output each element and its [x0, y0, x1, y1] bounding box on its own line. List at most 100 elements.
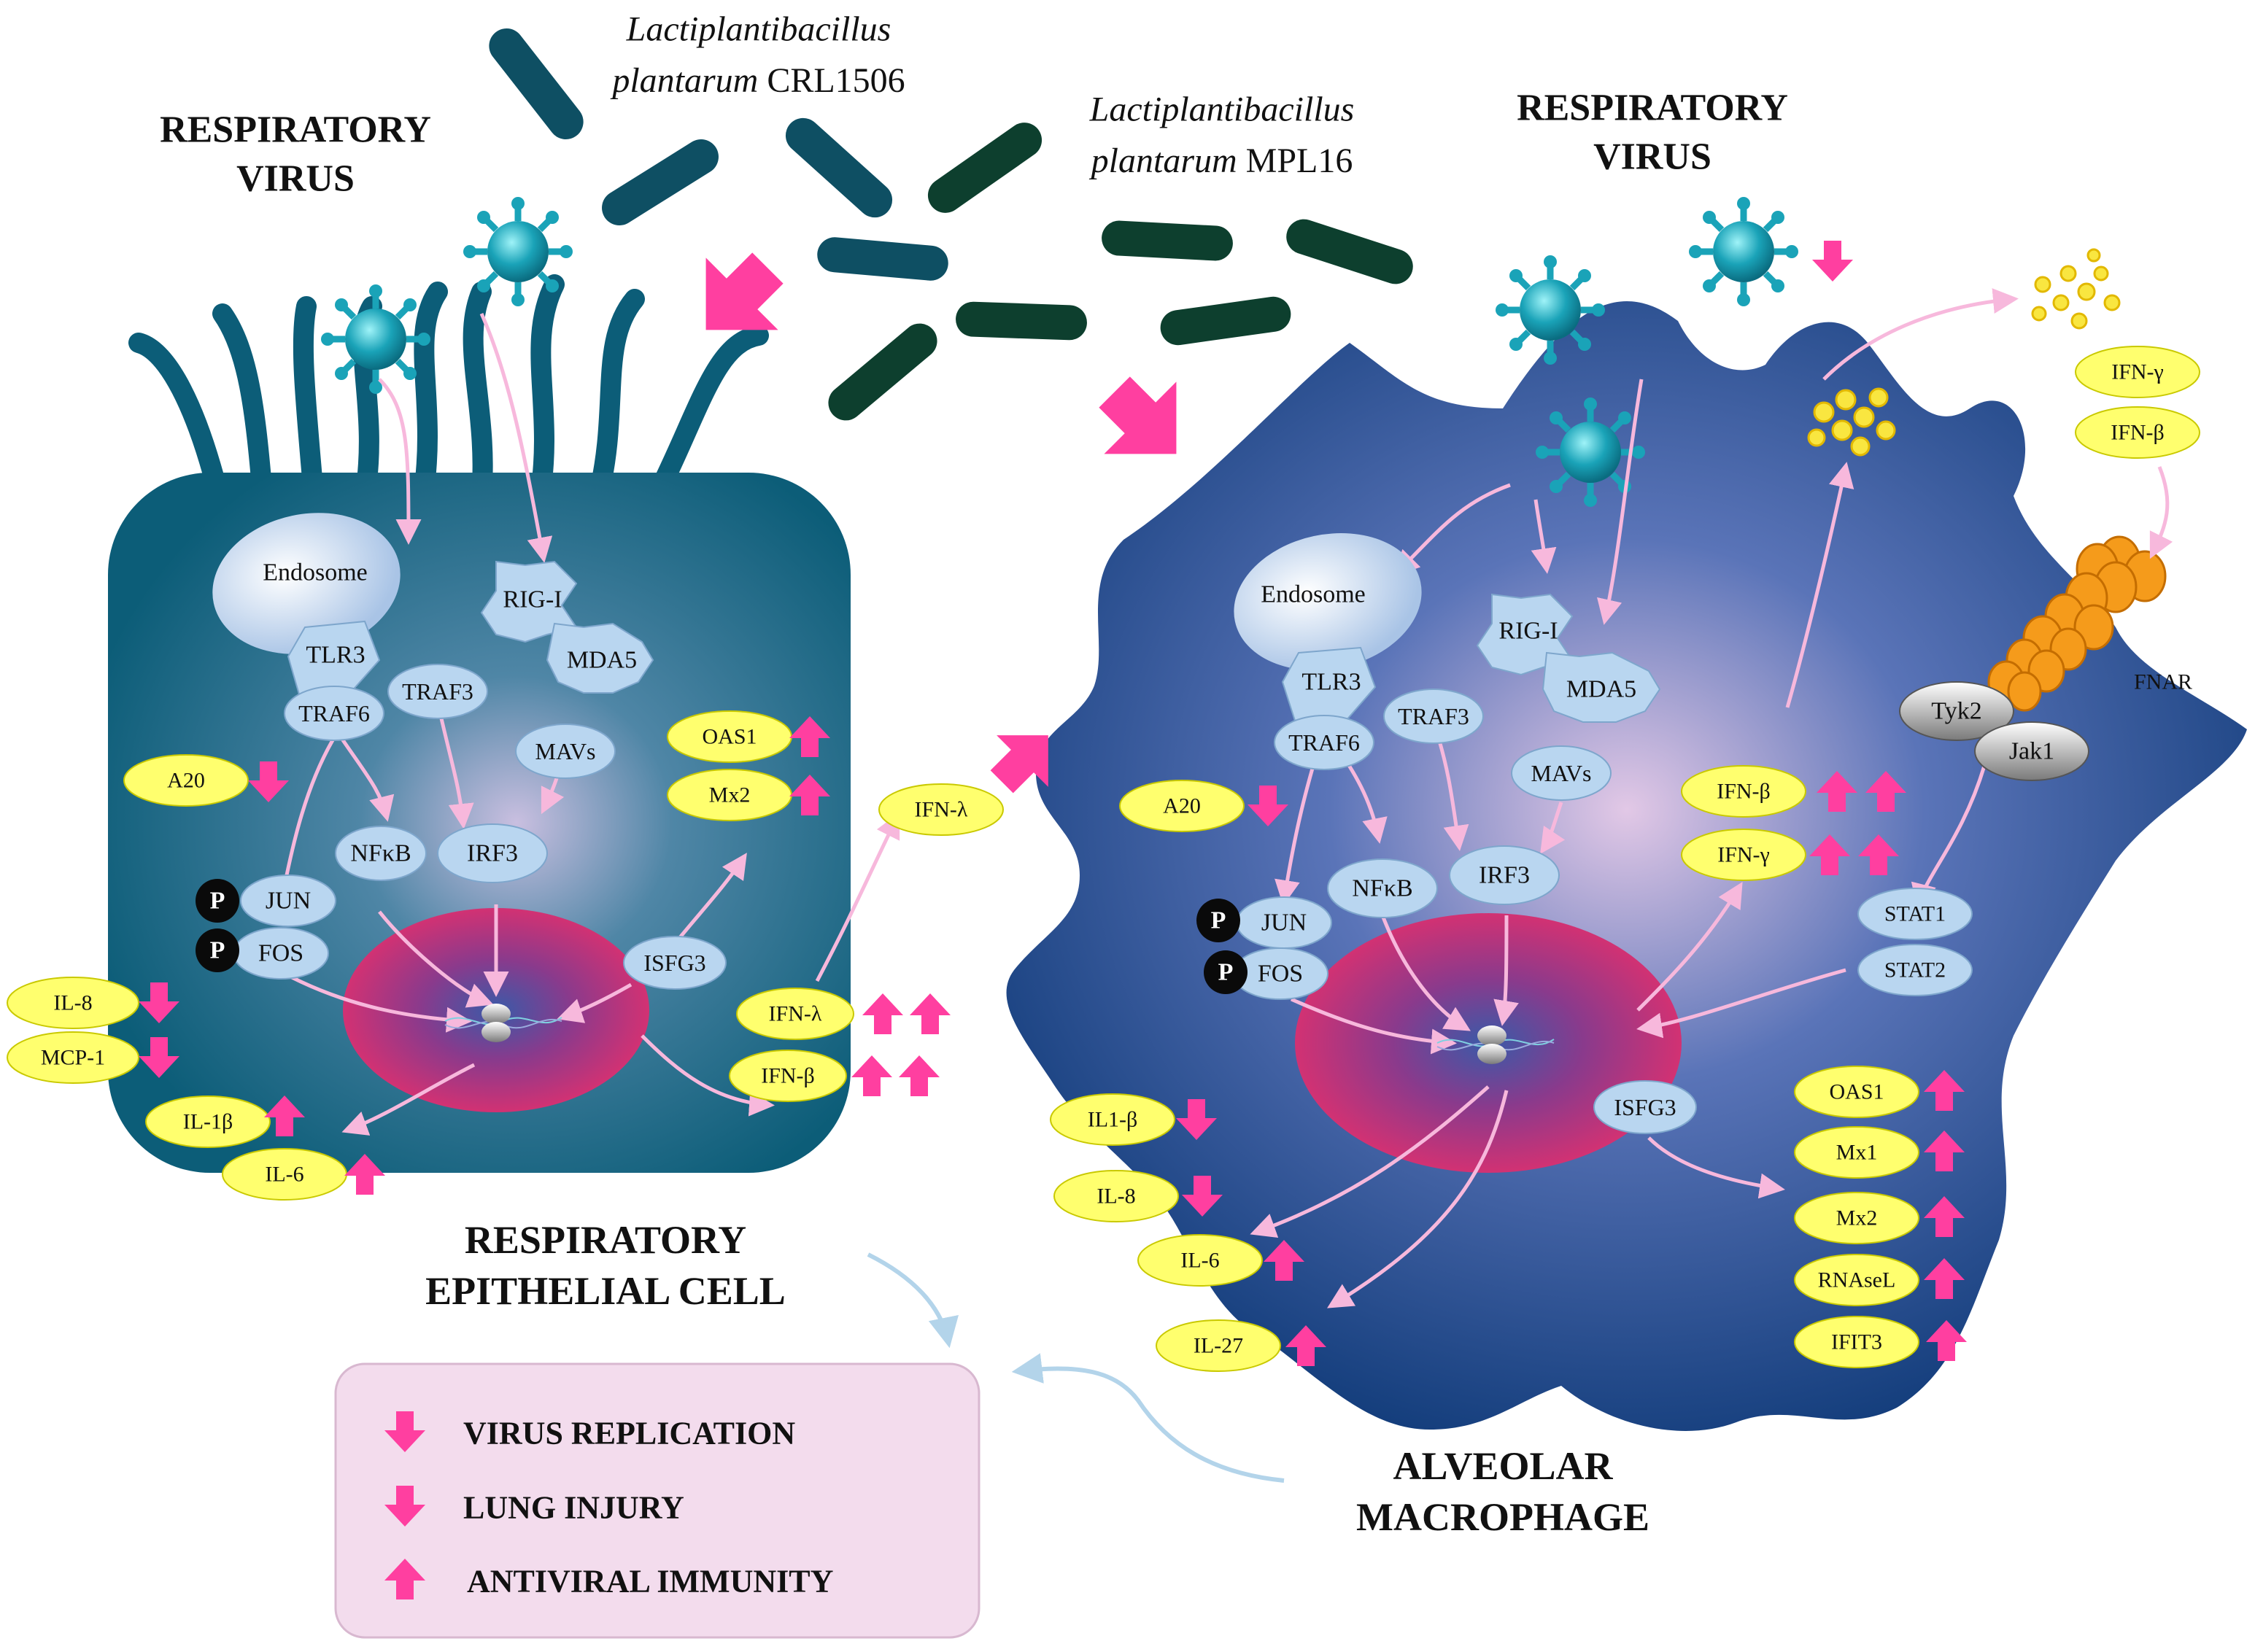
epi-mda5-shape — [546, 622, 654, 694]
phospho-icon — [196, 879, 1248, 994]
pathway-arrows — [271, 288, 2173, 1308]
strain1-label-line2: plantarum CRL1506 — [610, 61, 905, 100]
mac-ifn-gamma-out-label: IFN-γ — [2111, 360, 2164, 384]
bacterium — [489, 28, 584, 140]
legend-item-virus-replication: VIRUS REPLICATION — [463, 1416, 795, 1451]
mac-ifn-beta-label: IFN-β — [1717, 780, 1771, 804]
mac-fos-label: FOS — [1258, 961, 1303, 988]
bacterium — [828, 323, 937, 421]
right-virus-title-1: RESPIRATORY — [1517, 88, 1788, 129]
bacterium — [817, 237, 948, 281]
mac-endosome — [1234, 533, 1422, 670]
epi-traf3-label: TRAF3 — [402, 678, 473, 705]
epi-endosome — [212, 513, 401, 654]
mac-il1b-label: IL1-β — [1088, 1108, 1138, 1132]
mac-nfkb-label: NFκB — [1352, 875, 1412, 902]
mac-traf3-label: TRAF3 — [1398, 703, 1469, 729]
epi-mda5-label: MDA5 — [567, 647, 637, 674]
epi-il6-label: IL-6 — [265, 1163, 303, 1187]
ifn-vesicles — [1807, 248, 2121, 457]
mac-rigi-label: RIG-I — [1498, 618, 1558, 645]
tyk2-shape — [1899, 681, 2014, 741]
epi-rigi-label: RIG-I — [503, 586, 562, 613]
epi-oas1-label: OAS1 — [702, 725, 757, 749]
mac-il8-label: IL-8 — [1096, 1184, 1135, 1209]
epi-endosome-label: Endosome — [263, 559, 368, 586]
mac-il27-label: IL-27 — [1194, 1334, 1243, 1358]
nucleosome-icon — [481, 1004, 1506, 1064]
macrophage-title-1: ALVEOLAR — [1393, 1444, 1613, 1488]
epi-il8-label: IL-8 — [53, 991, 92, 1015]
mac-mavs-label: MAVs — [1531, 760, 1592, 786]
macrophage-title-2: MACROPHAGE — [1356, 1495, 1649, 1539]
stat1-label: STAT1 — [1884, 902, 1946, 926]
epithelial-title-1: RESPIRATORY — [465, 1218, 746, 1262]
fnar-receptor — [1987, 535, 2167, 712]
strain2-label: Lactiplantibacillus — [1089, 90, 1355, 129]
mac-traf6-label: TRAF6 — [1288, 729, 1360, 756]
left-virus-title-2: VIRUS — [236, 158, 355, 200]
mac-isfg3-label: ISFG3 — [1614, 1094, 1676, 1120]
mac-oas1-label: OAS1 — [1829, 1080, 1884, 1104]
big-arrow-icon — [990, 735, 1048, 794]
bacterium — [1160, 296, 1291, 346]
virus-icon — [321, 284, 430, 394]
epi-a20-label: A20 — [167, 769, 205, 793]
mac-ifn-gamma-label: IFN-γ — [1717, 843, 1770, 867]
mac-ifit3-label: IFIT3 — [1831, 1330, 1882, 1354]
bacteria-group — [489, 28, 1413, 421]
bacterium — [602, 139, 719, 225]
mac-rnasel-label: RNAseL — [1818, 1268, 1896, 1292]
epi-p-label: P — [210, 888, 225, 915]
epi-tlr3-label: TLR3 — [306, 642, 365, 669]
epi-fos-label: FOS — [258, 940, 303, 967]
epi-p-label: P — [210, 937, 225, 964]
epi-il1b-label: IL-1β — [183, 1110, 233, 1134]
bacterium — [1102, 220, 1233, 261]
right-virus-title-2: VIRUS — [1593, 136, 1711, 178]
up-arrow-icon — [910, 993, 951, 1034]
jak1-shape — [1974, 721, 2089, 781]
jak1-label: Jak1 — [2009, 738, 2054, 765]
virus-icon — [463, 197, 573, 306]
epi-traf6-label: TRAF6 — [298, 700, 370, 726]
epi-irf3-label: IRF3 — [467, 840, 518, 867]
up-arrow-icon — [851, 1055, 892, 1096]
legend-arrows — [867, 1252, 1285, 1483]
legend-box — [334, 1362, 980, 1639]
stat2-label: STAT2 — [1884, 958, 1946, 982]
mac-endosome-label: Endosome — [1261, 581, 1366, 608]
big-arrow-icon — [1099, 376, 1177, 454]
mac-a20-label: A20 — [1163, 794, 1201, 818]
tyk2-label: Tyk2 — [1931, 698, 1981, 725]
virus-icon — [1536, 398, 1645, 507]
up-arrow-icon — [899, 1055, 940, 1096]
legend-item-lung-injury: LUNG INJURY — [463, 1490, 684, 1526]
epi-mx2-label: Mx2 — [709, 783, 751, 807]
mac-irf3-label: IRF3 — [1479, 862, 1530, 889]
mac-jun-label: JUN — [1261, 910, 1307, 936]
mac-tlr3-label: TLR3 — [1301, 669, 1361, 696]
down-arrow-icon — [1812, 241, 1853, 282]
strain2-label-line2: plantarum MPL16 — [1089, 141, 1353, 180]
left-virus-title-1: RESPIRATORY — [160, 109, 431, 151]
epithelial-title-2: EPITHELIAL CELL — [425, 1269, 786, 1313]
mac-mda5-shape — [1542, 651, 1661, 723]
mac-mx1-label: Mx1 — [1836, 1141, 1878, 1165]
mac-p-label: P — [1218, 959, 1234, 986]
legend-item-antiviral-immunity: ANTIVIRAL IMMUNITY — [467, 1564, 833, 1599]
epi-isfg3-label: ISFG3 — [643, 950, 705, 976]
bacterium — [1286, 219, 1413, 284]
yellow-ovals — [7, 346, 2200, 1372]
bacterium — [927, 123, 1043, 213]
cilia — [128, 274, 769, 506]
epi-ifn-lambda-out-label: IFN-λ — [915, 798, 968, 822]
mac-mx2-label: Mx2 — [1836, 1206, 1878, 1230]
mac-il6-label: IL-6 — [1180, 1249, 1219, 1273]
epi-jun-label: JUN — [266, 888, 311, 915]
mac-ifn-beta-out-label: IFN-β — [2111, 421, 2165, 445]
big-arrow-icon — [705, 252, 784, 330]
up-arrow-icon — [862, 993, 903, 1034]
epi-mcp1-label: MCP-1 — [41, 1046, 105, 1070]
